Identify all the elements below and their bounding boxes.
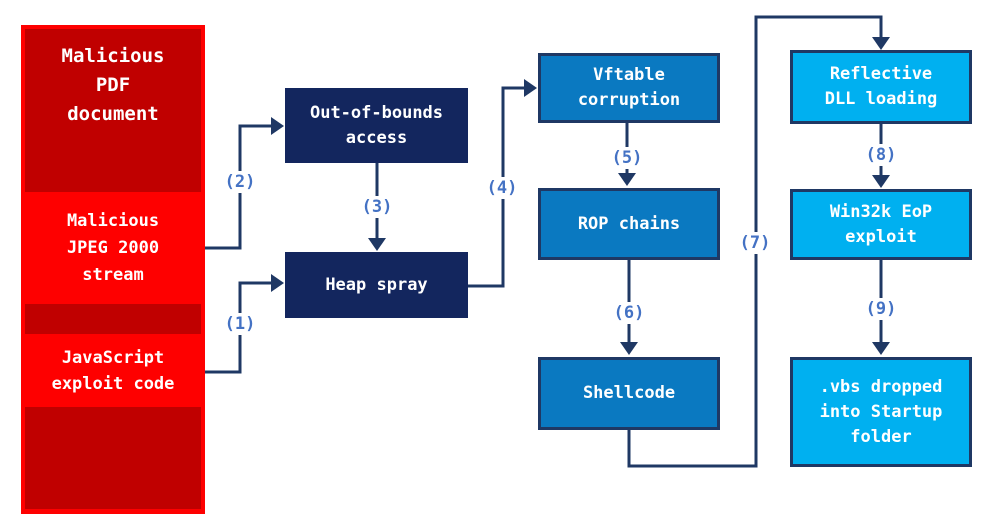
pdf-bottom-block [25,407,201,509]
edge-label-2: (2) [222,171,258,193]
node-vftable-corruption: Vftable corruption [538,53,720,123]
node-heap-spray: Heap spray [285,252,468,318]
arrowhead-5 [618,173,636,186]
arrowhead-8 [872,175,890,188]
node-win32k-eop-exploit: Win32k EoP exploit [790,189,972,260]
arrowhead-2 [271,117,284,135]
arrowhead-6 [620,342,638,355]
edge-label-9: (9) [863,298,899,320]
js-exploit-label: JavaScript exploit code [51,347,175,394]
arrowhead-3 [368,238,386,251]
edge-label-8: (8) [863,144,899,166]
arrowhead-7 [872,37,890,50]
node-shellcode: Shellcode [538,357,720,430]
arrowhead-9 [872,342,890,355]
edge-label-1: (1) [222,313,258,335]
node-vbs-startup-folder: .vbs dropped into Startup folder [790,357,972,467]
edge-label-7: (7) [737,232,773,254]
node-rop-chains: ROP chains [538,188,720,260]
pdf-title-block: Malicious PDF document [25,29,201,192]
pdf-separator-band [25,304,201,334]
node-reflective-dll-loading: Reflective DLL loading [790,50,972,124]
edge-label-6: (6) [611,302,647,324]
arrowhead-4 [524,79,537,97]
edge-label-4: (4) [484,177,520,199]
arrowhead-1 [271,274,284,292]
node-out-of-bounds-access: Out-of-bounds access [285,88,468,163]
pdf-title: Malicious PDF document [61,45,165,125]
edge-label-5: (5) [609,147,645,169]
malicious-pdf-column: Malicious PDF document Malicious JPEG 20… [21,25,205,514]
jpeg-stream-label: Malicious JPEG 2000 stream [66,210,160,285]
edge-label-3: (3) [359,196,395,218]
